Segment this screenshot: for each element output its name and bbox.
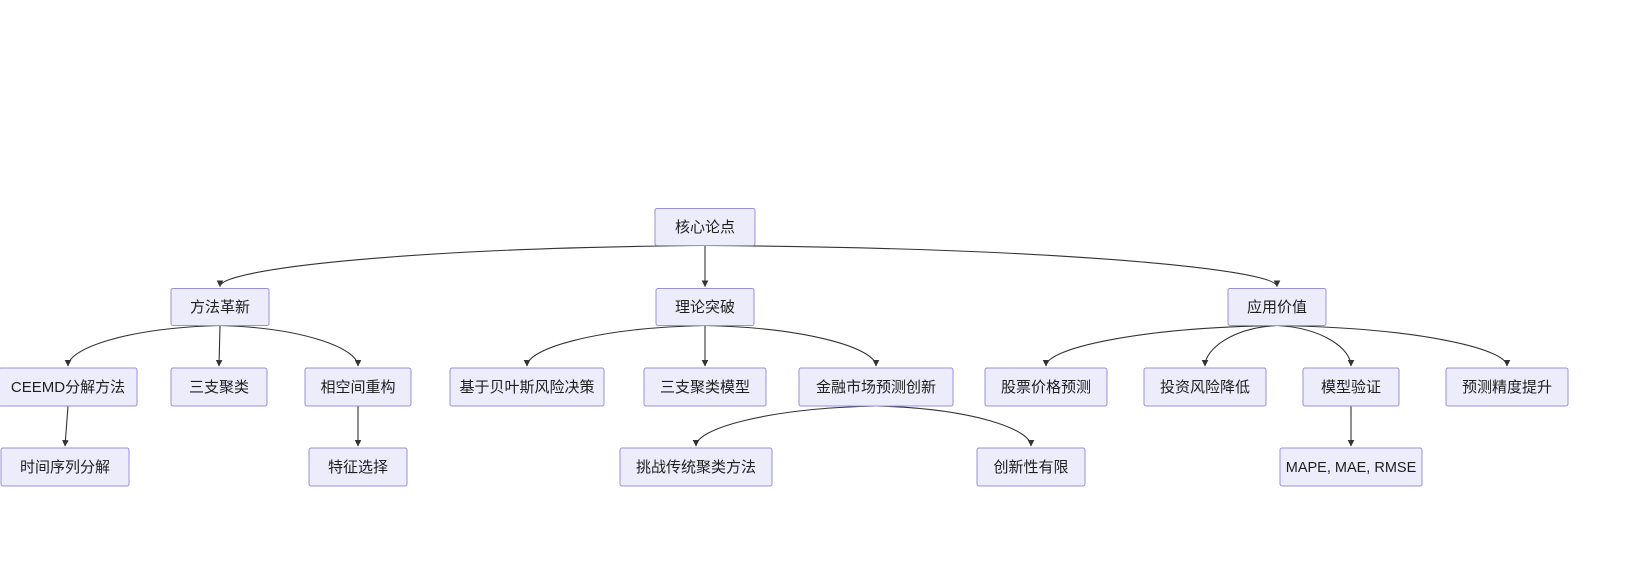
node-label-risk: 投资风险降低 bbox=[1160, 379, 1250, 396]
node-application[interactable]: 应用价值 bbox=[1227, 288, 1327, 326]
node-label-limited: 创新性有限 bbox=[993, 459, 1068, 476]
node-box-tsdecomp[interactable] bbox=[0, 447, 130, 487]
node-box-bayes[interactable] bbox=[449, 367, 605, 407]
node-box-finance[interactable] bbox=[798, 367, 954, 407]
edge-ceemd-to-tsdecomp bbox=[62, 405, 69, 447]
node-box-ceemd[interactable] bbox=[0, 367, 138, 407]
node-box-method[interactable] bbox=[170, 288, 270, 326]
edge-method-to-threeway bbox=[215, 325, 223, 367]
node-limited[interactable]: 创新性有限 bbox=[976, 447, 1086, 487]
node-box-twcmodel[interactable] bbox=[643, 367, 767, 407]
node-label-theory: 理论突破 bbox=[675, 299, 735, 316]
edge-method-to-ceemd bbox=[64, 324, 221, 367]
node-validate[interactable]: 模型验证 bbox=[1302, 367, 1400, 407]
edge-layer bbox=[62, 244, 1511, 447]
node-box-metrics[interactable] bbox=[1279, 447, 1423, 487]
node-label-validate: 模型验证 bbox=[1321, 379, 1381, 396]
node-featsel[interactable]: 特征选择 bbox=[308, 447, 408, 487]
node-label-stock: 股票价格预测 bbox=[1001, 379, 1091, 396]
node-box-threeway[interactable] bbox=[170, 367, 268, 407]
edge-application-to-stock bbox=[1042, 324, 1278, 367]
node-label-metrics: MAPE, MAE, RMSE bbox=[1286, 460, 1417, 476]
node-tsdecomp[interactable]: 时间序列分解 bbox=[0, 447, 130, 487]
node-box-application[interactable] bbox=[1227, 288, 1327, 326]
edge-application-to-risk bbox=[1201, 324, 1278, 367]
edge-finance-to-limited bbox=[875, 405, 1035, 447]
node-accuracy[interactable]: 预测精度提升 bbox=[1445, 367, 1569, 407]
node-box-stock[interactable] bbox=[984, 367, 1108, 407]
node-threeway[interactable]: 三支聚类 bbox=[170, 367, 268, 407]
node-box-risk[interactable] bbox=[1143, 367, 1267, 407]
node-risk[interactable]: 投资风险降低 bbox=[1143, 367, 1267, 407]
node-bayes[interactable]: 基于贝叶斯风险决策 bbox=[449, 367, 605, 407]
edge-finance-to-challenge bbox=[692, 405, 877, 447]
node-phase[interactable]: 相空间重构 bbox=[304, 367, 412, 407]
edge-root-to-application bbox=[704, 244, 1281, 288]
node-label-application: 应用价值 bbox=[1247, 298, 1307, 316]
node-label-phase: 相空间重构 bbox=[320, 379, 395, 396]
node-label-featsel: 特征选择 bbox=[328, 459, 388, 476]
node-metrics[interactable]: MAPE, MAE, RMSE bbox=[1279, 447, 1423, 487]
node-label-root: 核心论点 bbox=[675, 219, 735, 236]
edge-application-to-validate bbox=[1276, 324, 1355, 367]
node-label-method: 方法革新 bbox=[190, 299, 250, 316]
node-box-root[interactable] bbox=[654, 208, 756, 246]
edge-theory-to-bayes bbox=[523, 324, 706, 367]
node-box-accuracy[interactable] bbox=[1445, 367, 1569, 407]
node-label-ceemd: CEEMD分解方法 bbox=[11, 379, 125, 396]
edge-method-to-phase bbox=[219, 324, 362, 367]
node-label-threeway: 三支聚类 bbox=[189, 379, 249, 396]
node-stock[interactable]: 股票价格预测 bbox=[984, 367, 1108, 407]
node-twcmodel[interactable]: 三支聚类模型 bbox=[643, 367, 767, 407]
edge-application-to-accuracy bbox=[1276, 324, 1511, 367]
node-root[interactable]: 核心论点 bbox=[654, 208, 756, 246]
node-method[interactable]: 方法革新 bbox=[170, 288, 270, 326]
node-theory[interactable]: 理论突破 bbox=[655, 288, 755, 326]
node-label-finance: 金融市场预测创新 bbox=[816, 379, 936, 396]
node-box-theory[interactable] bbox=[655, 288, 755, 326]
node-label-challenge: 挑战传统聚类方法 bbox=[636, 459, 756, 476]
node-label-twcmodel: 三支聚类模型 bbox=[660, 379, 750, 396]
node-box-featsel[interactable] bbox=[308, 447, 408, 487]
node-box-challenge[interactable] bbox=[619, 447, 773, 487]
edge-root-to-method bbox=[216, 244, 706, 288]
edge-theory-to-finance bbox=[704, 324, 880, 367]
node-label-tsdecomp: 时间序列分解 bbox=[20, 459, 110, 476]
node-label-accuracy: 预测精度提升 bbox=[1462, 379, 1552, 396]
node-ceemd[interactable]: CEEMD分解方法 bbox=[0, 367, 138, 407]
node-challenge[interactable]: 挑战传统聚类方法 bbox=[619, 447, 773, 487]
node-box-validate[interactable] bbox=[1302, 367, 1400, 407]
node-box-phase[interactable] bbox=[304, 367, 412, 407]
node-finance[interactable]: 金融市场预测创新 bbox=[798, 367, 954, 407]
node-label-bayes: 基于贝叶斯风险决策 bbox=[459, 379, 594, 396]
node-box-limited[interactable] bbox=[976, 447, 1086, 487]
